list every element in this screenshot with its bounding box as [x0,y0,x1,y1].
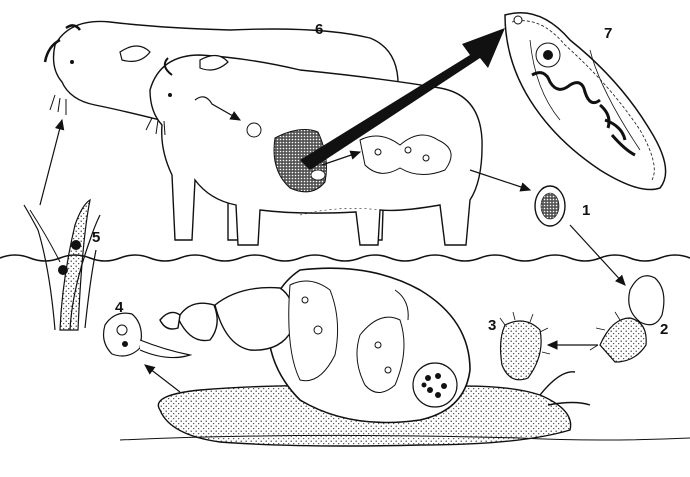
metacercariae-on-grass-illustration [24,200,100,330]
adult-fluke-illustration [505,13,666,190]
label-adult-fluke: 7 [604,26,612,41]
label-sheep: 6 [315,22,323,37]
label-sporocyst: 3 [488,318,496,333]
label-egg: 1 [582,203,590,218]
miracidium-illustration [590,276,664,362]
arrow-snail-to-cercaria [145,365,180,392]
water-surface-line [0,255,690,261]
egg-illustration [535,186,565,226]
sporocyst-illustration [500,312,550,380]
label-miracidium: 2 [660,322,668,337]
label-cercaria: 4 [115,300,123,315]
label-metacercariae: 5 [92,230,100,245]
arrow-grass-to-sheep [40,120,62,205]
